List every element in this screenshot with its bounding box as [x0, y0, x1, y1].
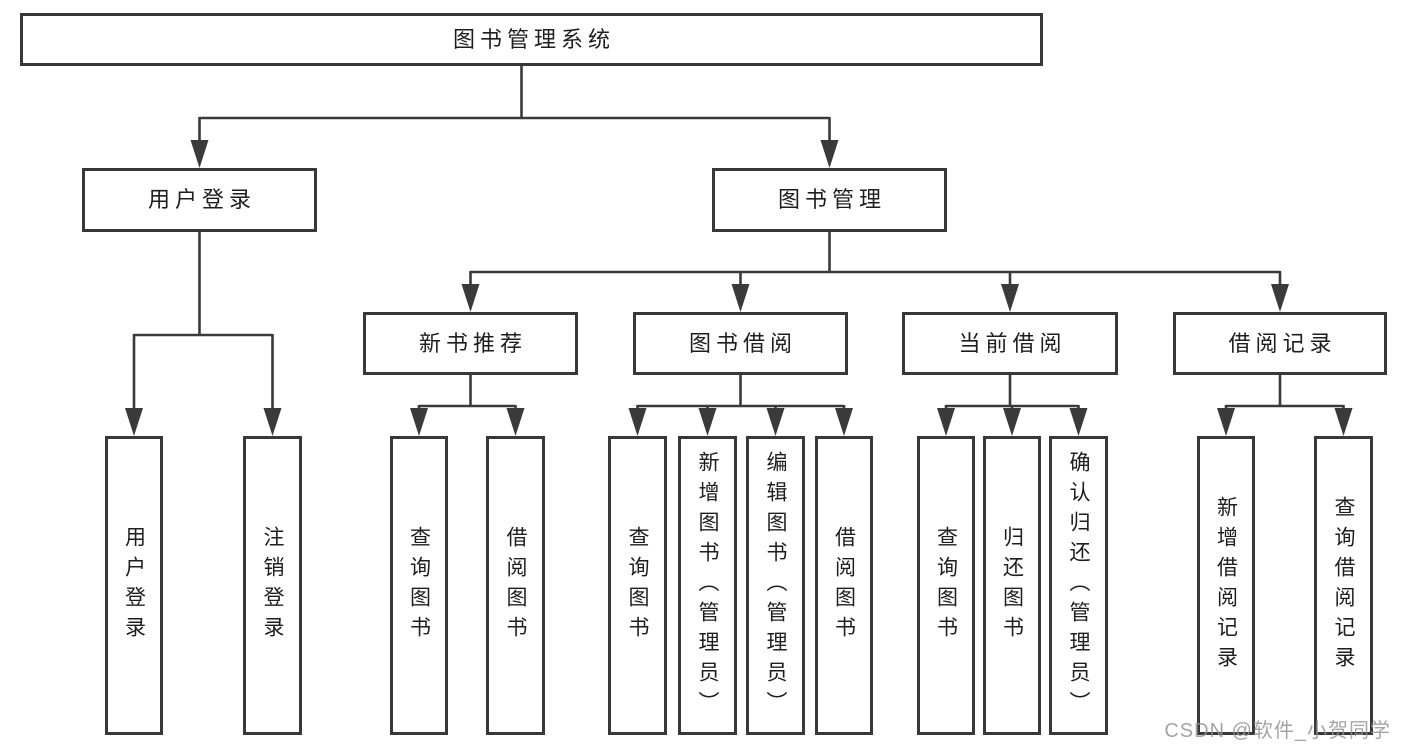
leaf-recommend-borrow-books-label: 借阅图书 — [504, 525, 527, 646]
leaf-current-confirm-return-label: 确认归还（管理员） — [1067, 450, 1090, 721]
csdn-watermark: CSDN @软件_小贺同学 — [1164, 720, 1391, 742]
node-current-borrow-label: 当前借阅 — [958, 330, 1067, 356]
node-root-label: 图书管理系统 — [452, 26, 615, 52]
node-root-library-system: 图书管理系统 — [20, 13, 1043, 66]
connector-login-group — [125, 230, 282, 436]
leaf-borrow-borrow-books: 借阅图书 — [815, 436, 873, 735]
leaf-current-return-books: 归还图书 — [983, 436, 1041, 735]
leaf-records-add-record: 新增借阅记录 — [1197, 436, 1255, 735]
node-borrow-records-label: 借阅记录 — [1228, 330, 1337, 356]
leaf-borrow-query-books-label: 查询图书 — [626, 525, 649, 646]
node-book-management-label: 图书管理 — [777, 187, 886, 212]
leaf-logout: 注销登录 — [243, 436, 302, 735]
connector-root-to-branches — [190, 64, 839, 168]
node-current-borrow: 当前借阅 — [902, 312, 1118, 375]
leaf-borrow-edit-books: 编辑图书（管理员） — [746, 436, 805, 735]
leaf-borrow-add-books-label: 新增图书（管理员） — [696, 450, 719, 721]
leaf-user-login-label: 用户登录 — [122, 525, 146, 646]
node-user-login: 用户登录 — [82, 168, 317, 232]
leaf-borrow-borrow-books-label: 借阅图书 — [832, 525, 856, 646]
connector-recommend-group — [410, 373, 525, 436]
connector-management-to-modules — [461, 230, 1289, 312]
node-book-management: 图书管理 — [712, 168, 947, 232]
node-new-book-recommend-label: 新书推荐 — [418, 330, 527, 356]
leaf-records-add-record-label: 新增借阅记录 — [1214, 495, 1238, 676]
node-user-login-label: 用户登录 — [147, 187, 256, 212]
leaf-current-confirm-return: 确认归还（管理员） — [1049, 436, 1108, 735]
node-borrow-records: 借阅记录 — [1173, 312, 1387, 375]
connector-records-group — [1217, 373, 1353, 436]
leaf-recommend-query-books-label: 查询图书 — [407, 525, 431, 646]
leaf-recommend-borrow-books: 借阅图书 — [486, 436, 545, 735]
leaf-borrow-edit-books-label: 编辑图书（管理员） — [764, 450, 787, 721]
node-book-borrow-label: 图书借阅 — [688, 330, 797, 356]
connector-current-group — [937, 373, 1088, 436]
leaf-current-query-books: 查询图书 — [917, 436, 975, 735]
node-new-book-recommend: 新书推荐 — [363, 312, 578, 375]
leaf-records-query-record: 查询借阅记录 — [1314, 436, 1373, 735]
leaf-borrow-add-books: 新增图书（管理员） — [678, 436, 737, 735]
leaf-logout-label: 注销登录 — [261, 525, 284, 646]
connector-borrow-group — [628, 373, 853, 436]
node-book-borrow: 图书借阅 — [633, 312, 848, 375]
leaf-current-return-books-label: 归还图书 — [1000, 525, 1024, 646]
leaf-current-query-books-label: 查询图书 — [934, 525, 958, 646]
leaf-user-login: 用户登录 — [105, 436, 163, 735]
leaf-records-query-record-label: 查询借阅记录 — [1332, 495, 1355, 676]
leaf-borrow-query-books: 查询图书 — [608, 436, 667, 735]
leaf-recommend-query-books: 查询图书 — [390, 436, 448, 735]
